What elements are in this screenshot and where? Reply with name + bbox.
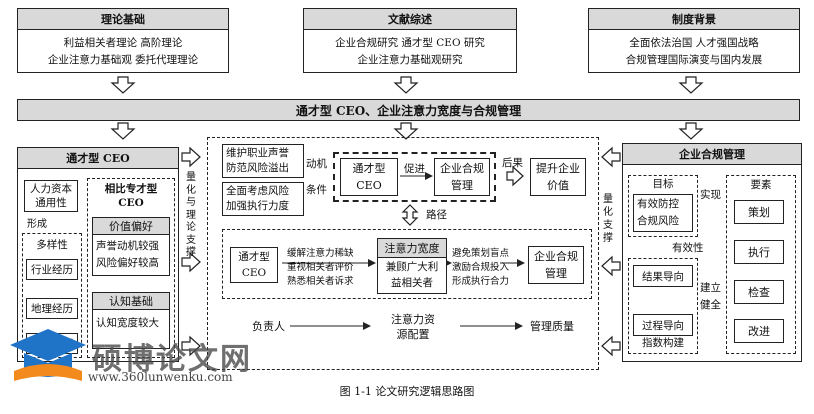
- center-panel: [207, 137, 599, 370]
- elements-group: [726, 175, 796, 354]
- check-box: 检查: [734, 280, 784, 304]
- elements-label: 要素: [750, 179, 772, 191]
- institution-title: 制度背景: [588, 8, 800, 30]
- ceo2-box: 通才型 CEO: [230, 247, 278, 283]
- evaluation-group: [628, 258, 698, 354]
- path-double-arrow-icon: [401, 204, 419, 226]
- motive-condition-label: 动机 条件: [306, 158, 327, 196]
- value-pref-text: 声誉动机较强 风险偏好较高: [92, 234, 170, 276]
- left-panel-title: 通才型 CEO: [17, 147, 179, 169]
- effective-label: 有效性: [672, 242, 704, 254]
- compliance2-box: 企业合规 管理: [528, 246, 584, 284]
- core-relation-group: [333, 152, 496, 202]
- index-label: 指数构建: [642, 337, 684, 349]
- quant-theory-label: 量 化 与 理 论 支 撑: [186, 172, 196, 258]
- right-panel-title: 企业合规管理: [622, 143, 802, 165]
- theory-box: 理论基础 利益相关者理论 高阶理论 企业注意力基础观 委托代理理论: [17, 8, 229, 73]
- theory-title: 理论基础: [17, 8, 229, 30]
- realize-label: 实现: [700, 189, 721, 201]
- value-pref-title: 价值偏好: [92, 217, 170, 235]
- watermark-brand: 硕博论文网: [92, 342, 252, 377]
- motive1-box: 维护职业声誉 防范风险溢出: [222, 144, 304, 178]
- attention-text: 兼顾广大利 益相关者: [385, 261, 439, 289]
- watermark-url: www.360lunwenku.com: [88, 370, 233, 384]
- motive2-box: 全面考虑风险 加强执行力度: [222, 182, 304, 216]
- mechanism-group: [222, 229, 592, 299]
- value-box: 提升企业 价值: [530, 158, 586, 196]
- improve-box: 改进: [734, 319, 784, 343]
- quality-label: 管理质量: [530, 320, 574, 333]
- compliance-box: 企业合规 管理: [434, 158, 490, 196]
- responsible-label: 负责人: [252, 320, 285, 333]
- institution-box: 制度背景 全面依法治国 人才强国战略 合规管理国际演变与国内发展: [588, 8, 800, 73]
- literature-line2: 企业注意力基础观研究: [357, 54, 463, 66]
- resource-label: 注意力资 源配置: [391, 313, 435, 341]
- institution-line2: 合规管理国际演变与国内发展: [625, 54, 763, 66]
- ceo-box: 通才型 CEO: [340, 158, 398, 196]
- plan-box: 策划: [734, 200, 784, 224]
- ceo2-text: 缓解注意力稀缺 重视相关者评价 熟悉相关者诉求: [287, 248, 354, 287]
- institution-line1: 全面依法治国 人才强国战略: [629, 37, 759, 49]
- right-arrow-icon: [181, 146, 524, 357]
- region-exp-box: 地理经历: [26, 298, 78, 319]
- path-label: 路径: [426, 209, 447, 221]
- consequence-label: 后果: [502, 157, 523, 169]
- goal-box: 有效防控 合规风险: [633, 194, 693, 232]
- formation-label: 形成: [27, 219, 47, 230]
- diversity-label: 多样性: [36, 239, 68, 251]
- promote-label: 促进: [404, 163, 425, 175]
- result-box: 结果导向: [633, 265, 693, 287]
- graduation-cap-logo: [10, 329, 86, 381]
- literature-title: 文献综述: [303, 8, 517, 30]
- goal-label: 目标: [652, 178, 674, 190]
- establish-label: 建立 健全: [700, 282, 721, 311]
- down-arrow-icon: [110, 76, 704, 140]
- vs-specialist-label: 相比专才型 CEO: [104, 183, 158, 209]
- attention-box: 注意力宽度 兼顾广大利 益相关者: [377, 238, 447, 294]
- comparison-group: [87, 178, 175, 358]
- literature-box: 文献综述 企业合规研究 通才型 CEO 研究 企业注意力基础观研究: [303, 8, 517, 73]
- human-capital-box: 人力资本 通用性: [24, 180, 78, 212]
- attention-title: 注意力宽度: [378, 239, 446, 258]
- industry-exp-box: 行业经历: [26, 259, 78, 280]
- theory-line2: 企业注意力基础观 委托代理理论: [47, 54, 199, 66]
- literature-line1: 企业合规研究 通才型 CEO 研究: [335, 37, 485, 49]
- theory-line1: 利益相关者理论 高阶理论: [63, 37, 183, 49]
- process-box: 过程导向: [633, 314, 693, 336]
- attention-outcome-text: 避免策划盲点 激励合规投入 形成执行合力: [452, 248, 510, 287]
- quant-support-label: 量 化 支 撑: [603, 194, 613, 244]
- figure-caption: 图 1-1 论文研究逻辑思路图: [339, 385, 475, 398]
- exec-box: 执行: [734, 240, 784, 264]
- main-title: 通才型 CEO、企业注意力宽度与合规管理: [17, 99, 800, 121]
- goal-group: [628, 175, 698, 237]
- left-arrow-icon: [601, 146, 621, 357]
- cog-base-text: 认知宽度较大: [92, 309, 170, 349]
- cog-base-title: 认知基础: [92, 292, 170, 310]
